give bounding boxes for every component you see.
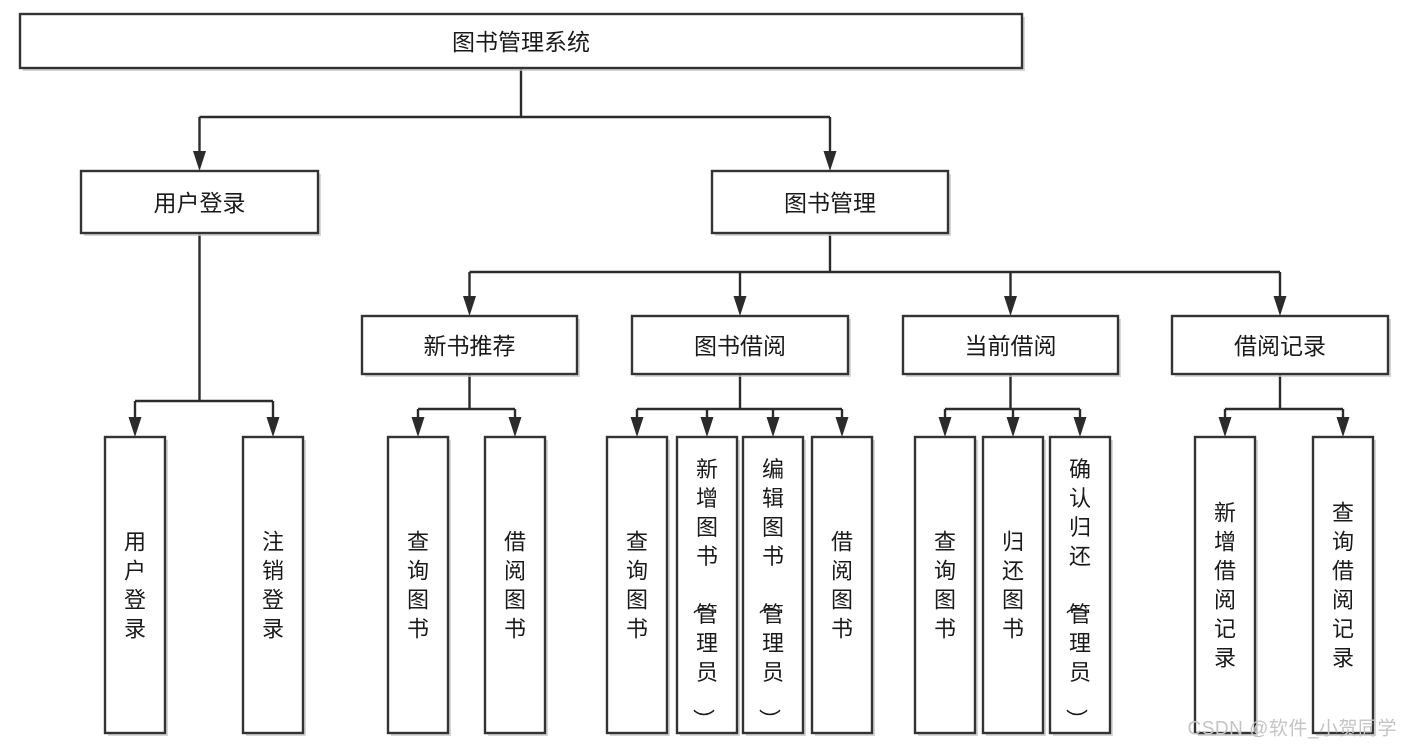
- node-leaf-borrow-book-2[interactable]: 借阅图书: [810, 435, 875, 736]
- node-borrow-record[interactable]: 借阅记录: [1170, 314, 1391, 377]
- node-label: 图书管理系统: [452, 29, 590, 55]
- arrow-head-icon: [700, 417, 714, 437]
- node-label: 查询图书: [407, 529, 429, 641]
- arrow-head-icon: [1073, 417, 1087, 437]
- node-current-borrow[interactable]: 当前借阅: [901, 314, 1121, 377]
- node-box[interactable]: [1193, 435, 1257, 735]
- node-leaf-confirm-return[interactable]: 确认归还（管理员）: [1048, 435, 1113, 736]
- node-leaf-add-book[interactable]: 新增图书（管理员）: [675, 435, 740, 736]
- node-box[interactable]: [103, 435, 167, 735]
- node-label: 编辑图书（管理员）: [757, 457, 784, 731]
- node-box[interactable]: [810, 435, 874, 735]
- arrow-head-icon: [193, 151, 206, 171]
- arrow-head-icon: [266, 417, 280, 437]
- arrow-head-icon: [128, 417, 142, 437]
- node-label: 借阅图书: [504, 529, 526, 641]
- arrow-head-icon: [411, 417, 425, 437]
- node-leaf-logout[interactable]: 注销登录: [241, 435, 306, 736]
- node-box[interactable]: [1170, 314, 1390, 376]
- node-box[interactable]: [741, 435, 805, 735]
- arrow-head-icon: [1006, 417, 1020, 437]
- arrow-head-icon: [1273, 296, 1287, 316]
- node-leaf-query-book-2[interactable]: 查询图书: [605, 435, 670, 736]
- node-box[interactable]: [79, 169, 320, 235]
- edge-group: [1218, 374, 1350, 437]
- node-label: 查询借阅记录: [1332, 500, 1354, 670]
- edge-group: [938, 374, 1087, 437]
- edge-group: [630, 374, 849, 437]
- arrow-head-icon: [1004, 296, 1017, 316]
- node-box[interactable]: [675, 435, 739, 735]
- arrow-head-icon: [733, 296, 747, 316]
- node-leaf-borrow-book-1[interactable]: 借阅图书: [483, 435, 548, 736]
- node-label: 新增图书（管理员）: [691, 457, 718, 731]
- node-book-manage[interactable]: 图书管理: [710, 169, 951, 236]
- arrow-head-icon: [463, 296, 476, 316]
- node-leaf-query-book-3[interactable]: 查询图书: [913, 435, 978, 736]
- node-box[interactable]: [630, 314, 850, 376]
- node-label: 新增借阅记录: [1214, 500, 1236, 670]
- node-new-book-rec[interactable]: 新书推荐: [360, 314, 580, 377]
- arrow-head-icon: [938, 417, 952, 437]
- node-leaf-edit-book[interactable]: 编辑图书（管理员）: [741, 435, 806, 736]
- node-box[interactable]: [605, 435, 669, 735]
- node-label: 查询图书: [934, 529, 956, 641]
- edge-group: [128, 233, 280, 437]
- node-layer: 图书管理系统用户登录图书管理新书推荐图书借阅当前借阅借阅记录用户登录注销登录查询…: [18, 12, 1391, 736]
- node-label: 当前借阅: [965, 333, 1057, 359]
- node-label: 确认归还（管理员）: [1064, 457, 1091, 731]
- node-label: 图书管理: [784, 190, 876, 216]
- node-box[interactable]: [913, 435, 977, 735]
- node-root[interactable]: 图书管理系统: [18, 12, 1025, 71]
- node-book-borrow[interactable]: 图书借阅: [630, 314, 851, 377]
- node-box[interactable]: [241, 435, 305, 735]
- csdn-watermark: CSDN @软件_小贺同学: [1188, 718, 1397, 740]
- node-leaf-return-book[interactable]: 归还图书: [981, 435, 1046, 736]
- node-box[interactable]: [360, 314, 579, 376]
- arrow-head-icon: [630, 417, 644, 437]
- node-leaf-add-record[interactable]: 新增借阅记录: [1193, 435, 1258, 736]
- edge-group: [193, 68, 837, 171]
- arrow-head-icon: [823, 151, 837, 171]
- node-box[interactable]: [981, 435, 1045, 735]
- node-label: 用户登录: [124, 529, 146, 641]
- arrow-head-icon: [1218, 417, 1232, 437]
- node-box[interactable]: [1311, 435, 1375, 735]
- node-label: 查询图书: [626, 529, 648, 641]
- arrow-head-icon: [1336, 417, 1350, 437]
- node-box[interactable]: [483, 435, 547, 735]
- arrow-head-icon: [508, 417, 522, 437]
- node-box[interactable]: [710, 169, 950, 235]
- connector-layer: [128, 68, 1350, 437]
- node-leaf-query-book-1[interactable]: 查询图书: [386, 435, 451, 736]
- node-label: 图书借阅: [694, 333, 786, 359]
- edge-group: [411, 374, 522, 437]
- node-label: 注销登录: [262, 529, 284, 641]
- arrow-head-icon: [835, 417, 849, 437]
- node-box[interactable]: [901, 314, 1120, 376]
- node-label: 新书推荐: [424, 333, 516, 359]
- node-box[interactable]: [386, 435, 450, 735]
- node-label: 用户登录: [154, 190, 246, 216]
- node-label: 借阅记录: [1234, 333, 1326, 359]
- arrow-head-icon: [766, 417, 780, 437]
- node-box[interactable]: [1048, 435, 1112, 735]
- node-leaf-query-record[interactable]: 查询借阅记录: [1311, 435, 1376, 736]
- node-leaf-user-login[interactable]: 用户登录: [103, 435, 168, 736]
- node-label: 归还图书: [1002, 529, 1024, 641]
- node-box[interactable]: [18, 12, 1024, 70]
- node-user-login[interactable]: 用户登录: [79, 169, 321, 236]
- edge-group: [463, 233, 1287, 316]
- node-label: 借阅图书: [831, 529, 853, 641]
